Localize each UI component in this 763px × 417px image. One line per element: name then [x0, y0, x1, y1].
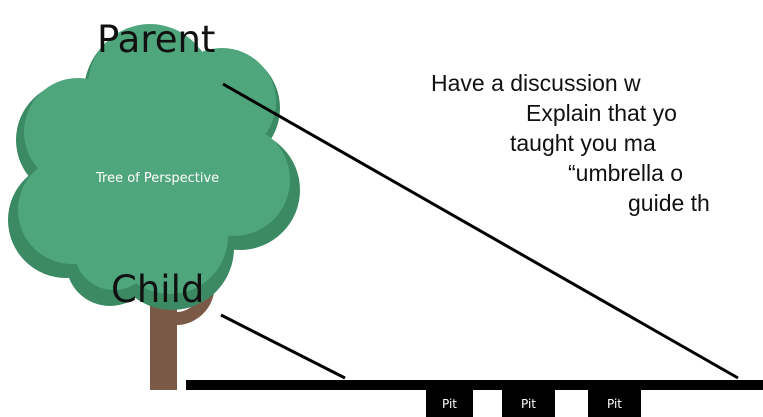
- body-text-line: Have a discussion w: [431, 70, 641, 96]
- body-text-line: “umbrella o: [568, 160, 684, 186]
- parent-perspective-line: [222, 82, 739, 380]
- body-text-line: guide th: [628, 190, 710, 216]
- body-text-line: taught you ma: [510, 130, 656, 156]
- pit-2: Pit: [502, 390, 555, 417]
- child-perspective-line: [220, 313, 346, 380]
- pit-1: Pit: [426, 390, 473, 417]
- parent-label: Parent: [97, 18, 216, 61]
- ground-line: [186, 380, 763, 390]
- child-label: Child: [111, 268, 205, 311]
- pit-3: Pit: [588, 390, 641, 417]
- body-text: Have a discussion w Explain that yo taug…: [425, 68, 763, 218]
- tree-caption: Tree of Perspective: [96, 171, 220, 186]
- tree-trunk: [150, 290, 214, 390]
- tree-foliage: [18, 24, 290, 294]
- body-text-line: Explain that yo: [526, 100, 677, 126]
